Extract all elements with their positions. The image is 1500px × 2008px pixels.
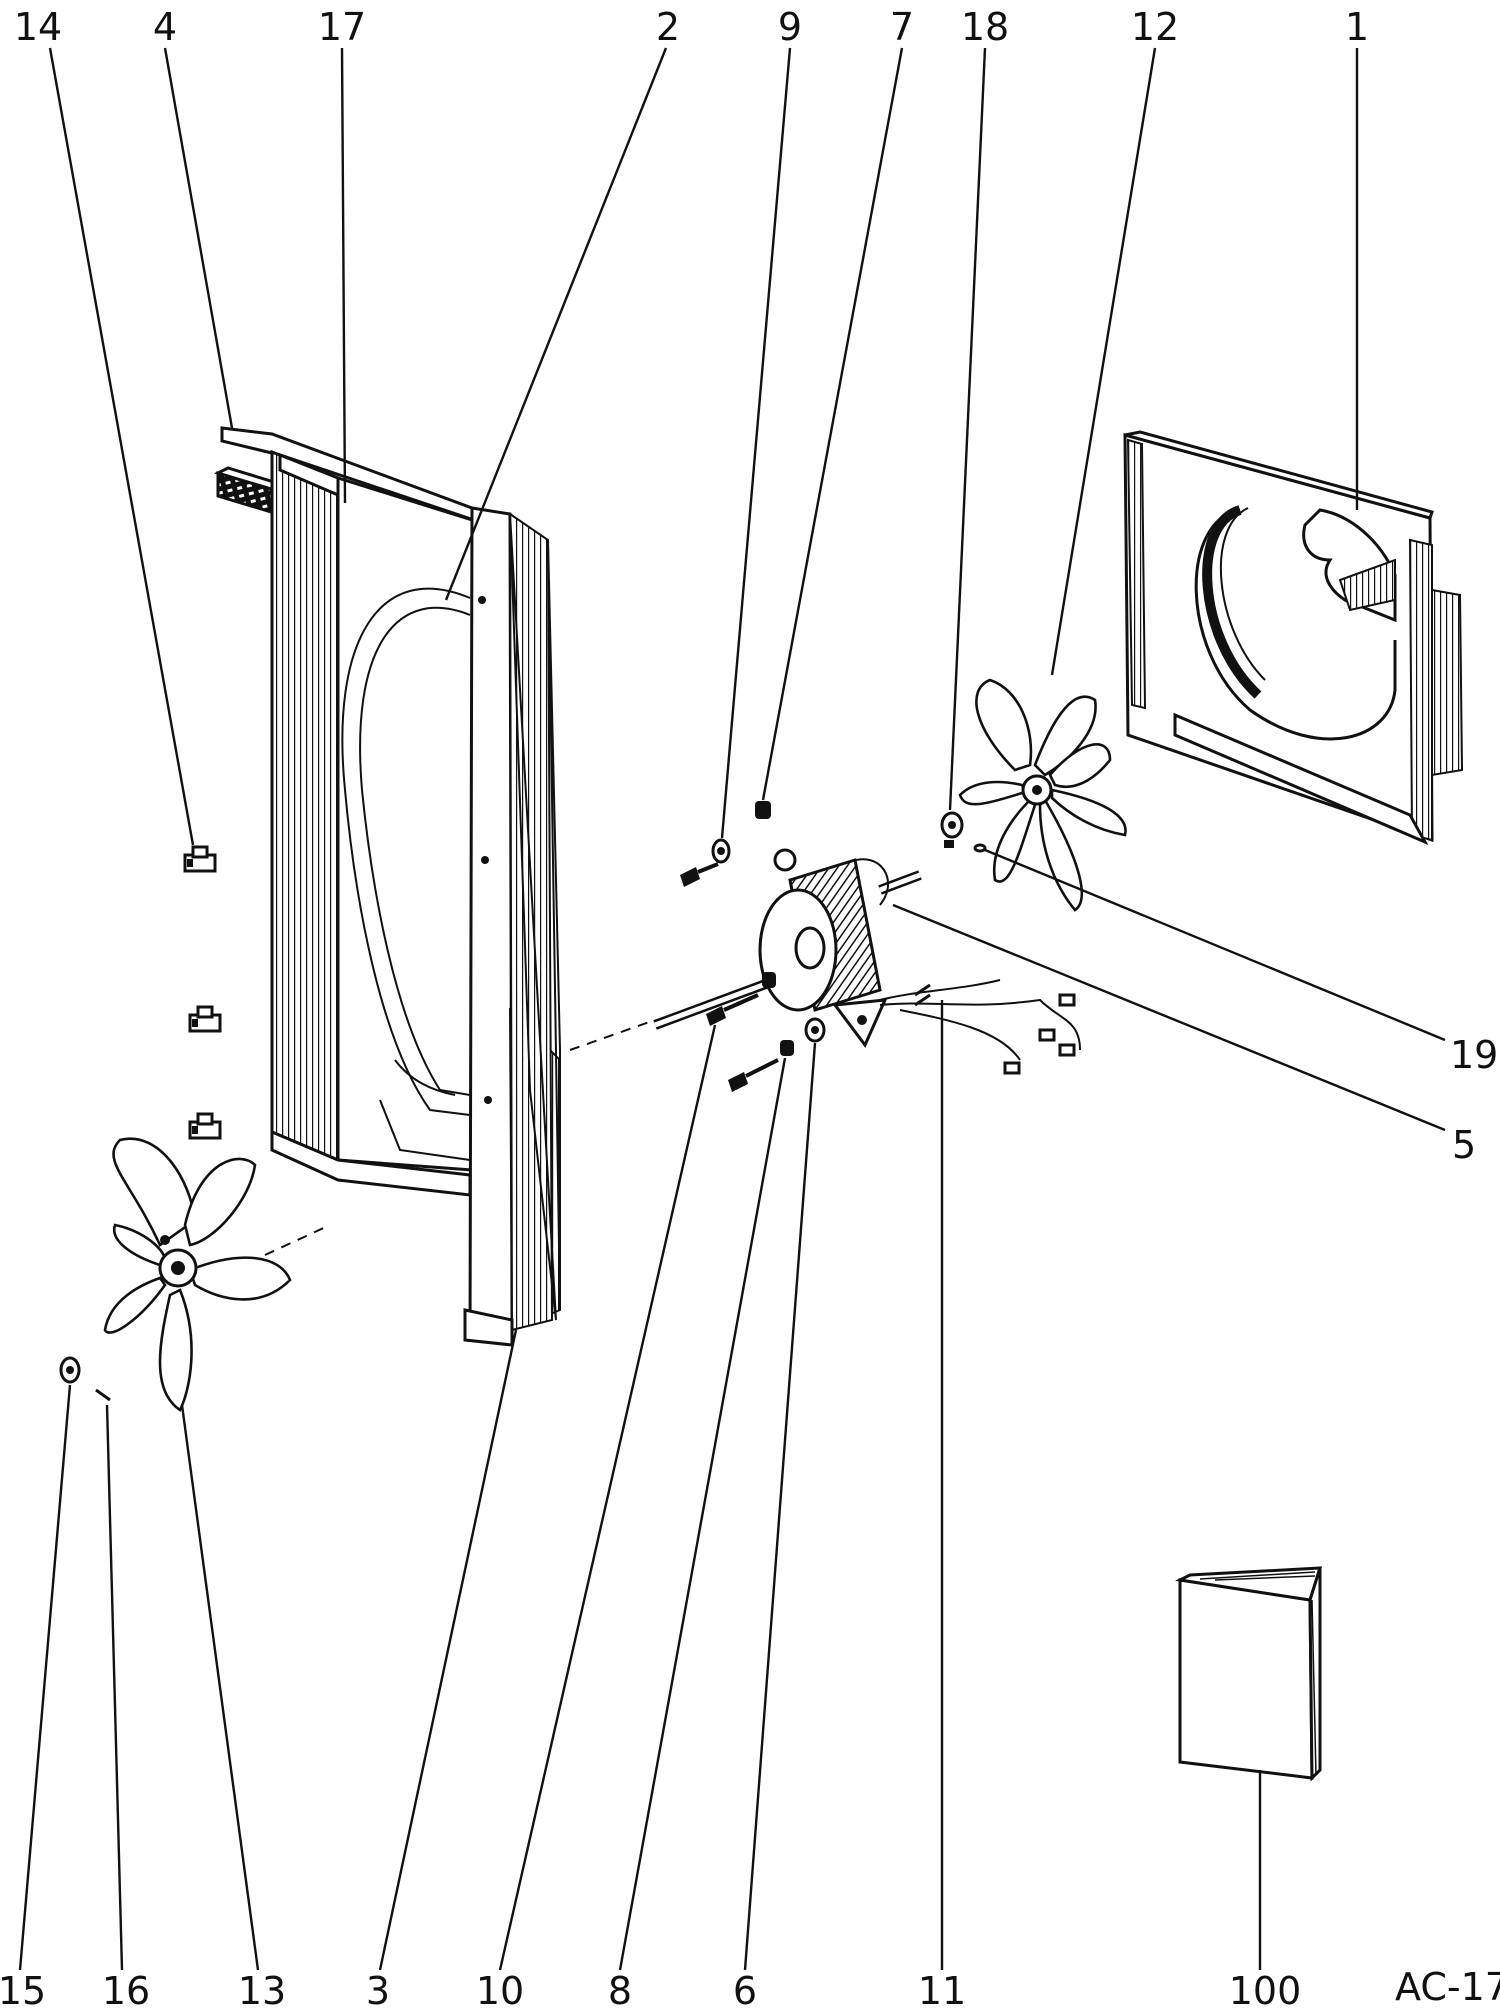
callout-19: 19 <box>1450 1033 1498 1077</box>
leader-8 <box>618 1057 787 1971</box>
callout-5: 5 <box>1452 1123 1476 1167</box>
callout-15: 15 <box>0 1969 46 2008</box>
leader-lines <box>18 47 1446 1971</box>
clip-parts <box>183 845 222 1140</box>
callout-11: 11 <box>918 1969 966 2008</box>
condenser-shroud-part <box>1123 430 1464 846</box>
callout-18: 18 <box>961 5 1009 49</box>
blower-housing-part <box>220 426 561 1347</box>
callout-17: 17 <box>318 5 366 49</box>
callout-8: 8 <box>608 1969 632 2008</box>
callout-14: 14 <box>14 5 62 49</box>
leader-10 <box>498 1024 717 1971</box>
callout-7: 7 <box>890 5 914 49</box>
leader-5 <box>892 903 1446 1132</box>
callout-3: 3 <box>366 1969 390 2008</box>
leader-2 <box>444 47 668 601</box>
leader-19 <box>984 848 1446 1042</box>
leader-13 <box>180 1404 260 1971</box>
leader-15 <box>18 1384 72 1971</box>
callout-13: 13 <box>238 1969 286 2008</box>
left-setscrew-part <box>95 1388 111 1402</box>
fan-motor-part <box>758 848 1081 1075</box>
leader-6 <box>743 1042 817 1971</box>
callout-9: 9 <box>778 5 802 49</box>
leader-16 <box>105 1404 124 1971</box>
callout-12: 12 <box>1131 5 1179 49</box>
callout-4: 4 <box>153 5 177 49</box>
leader-14 <box>48 47 195 846</box>
leader-18 <box>948 47 987 811</box>
callout-6: 6 <box>733 1969 757 2008</box>
manual-booklet-part <box>1175 1566 1323 1782</box>
leader-3 <box>378 1329 518 1971</box>
left-nut-part <box>59 1356 81 1384</box>
callout-100: 100 <box>1229 1969 1302 2008</box>
leader-7 <box>761 47 904 801</box>
left-fan-blade-part <box>103 1137 292 1412</box>
leader-4 <box>163 47 234 429</box>
drawing-number: AC-17 <box>1395 1965 1500 2008</box>
leader-9 <box>720 47 792 839</box>
right-fan-blade-part <box>958 678 1127 912</box>
callout-16: 16 <box>102 1969 150 2008</box>
callout-2: 2 <box>656 5 680 49</box>
fastener-parts <box>680 801 826 1092</box>
leader-17 <box>340 47 347 504</box>
right-nut-part <box>940 811 964 848</box>
callout-1: 1 <box>1345 5 1369 49</box>
right-setscrew-part <box>973 843 987 853</box>
callout-10: 10 <box>476 1969 524 2008</box>
callout-labels: 14 4 17 2 9 7 18 12 1 19 5 15 16 13 3 10… <box>0 5 1500 2008</box>
leader-12 <box>1050 47 1157 676</box>
